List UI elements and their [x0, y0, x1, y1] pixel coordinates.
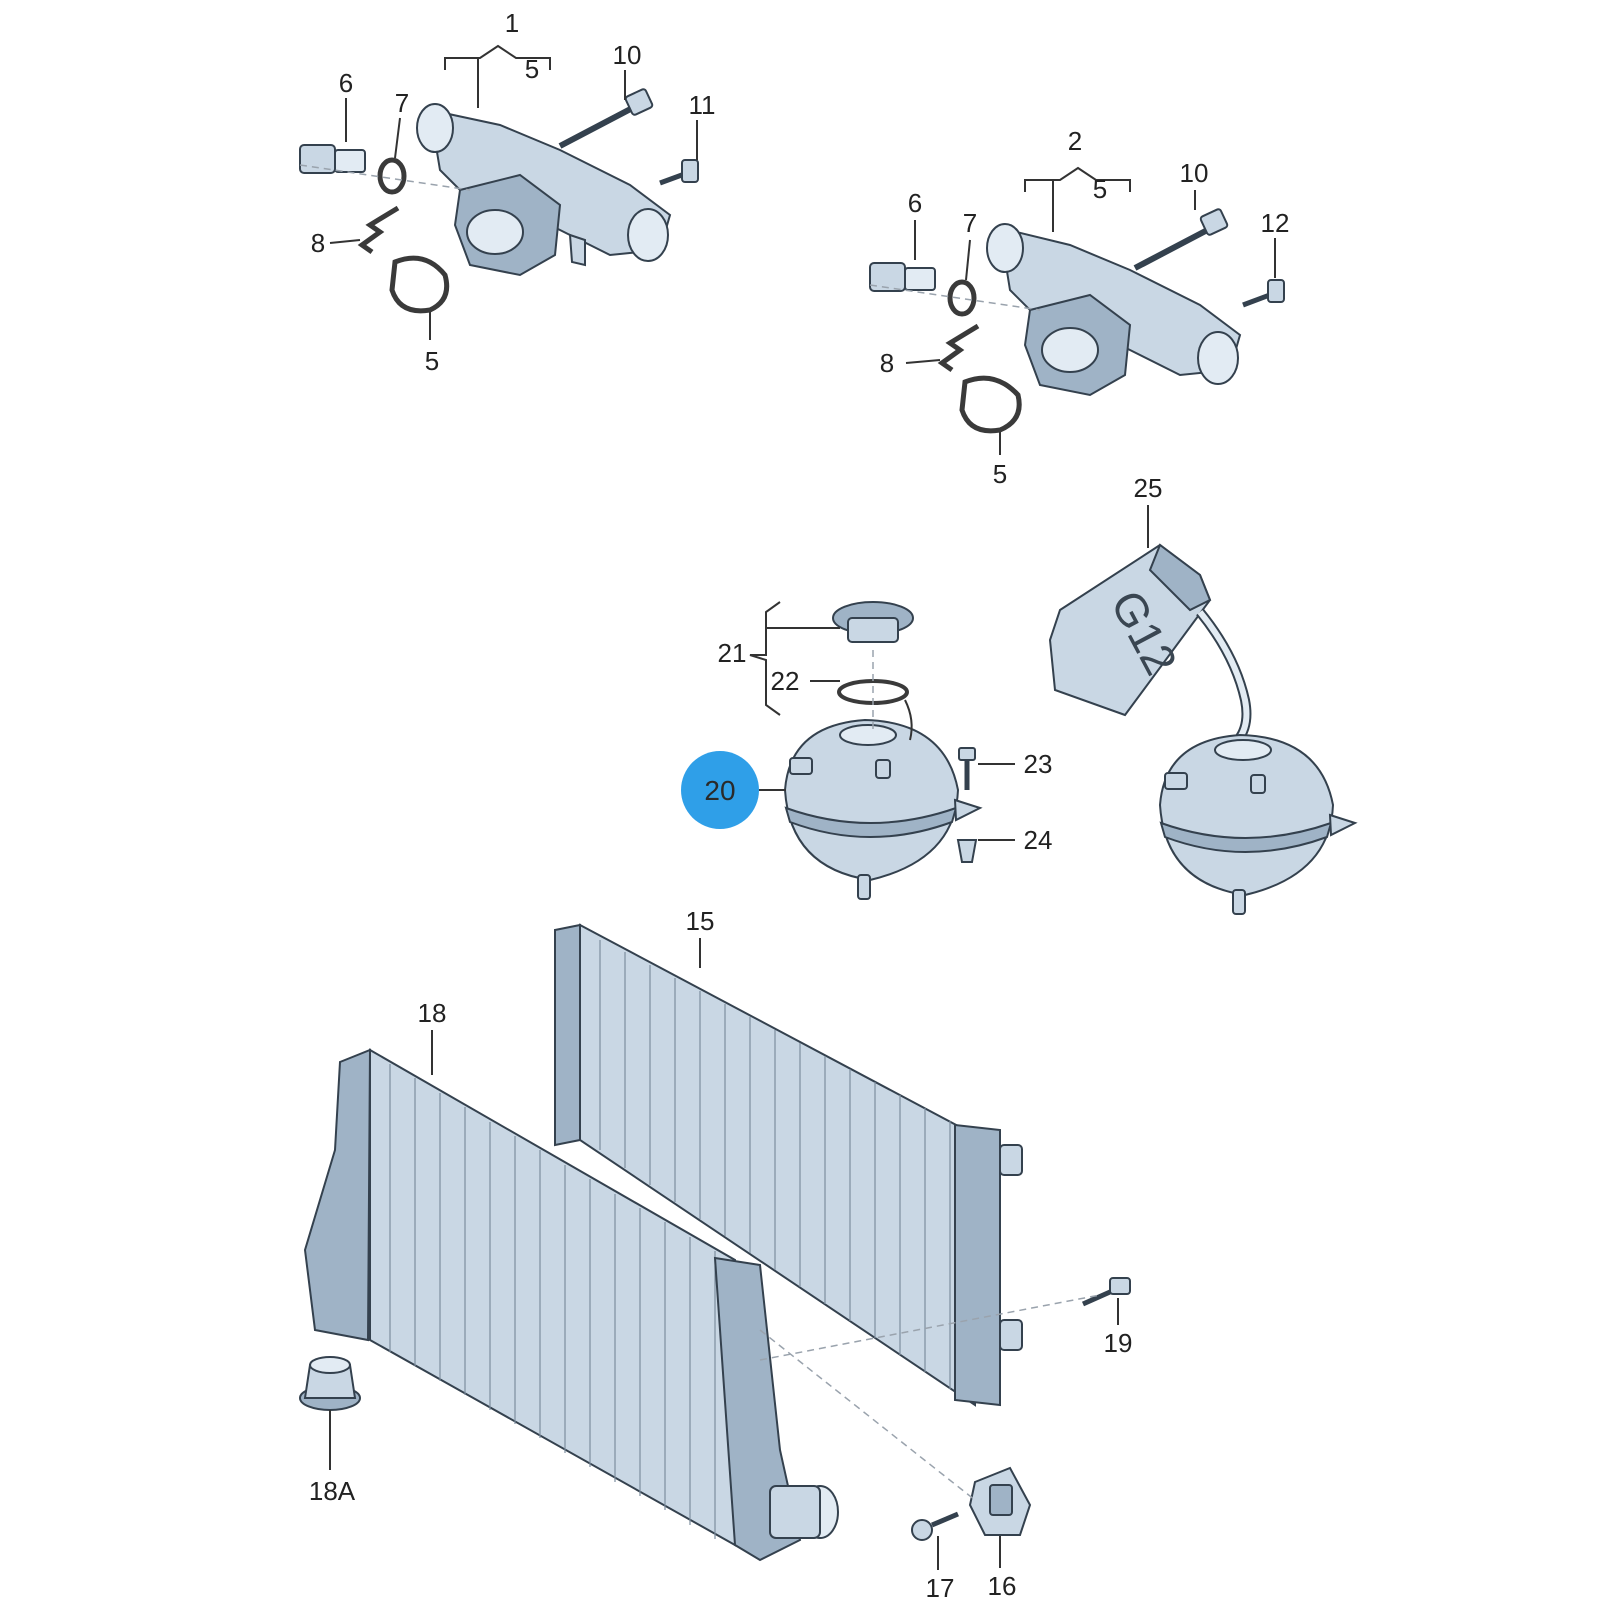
callout-19: 19: [1104, 1328, 1133, 1358]
leader-7b: [965, 239, 971, 281]
callout-25: 25: [1134, 473, 1163, 503]
assembly-line-3: [759, 1294, 1101, 1361]
flange-bolt-2: [1133, 208, 1229, 271]
bolt-19: [1081, 1277, 1131, 1307]
callout-5-right: 5: [993, 459, 1007, 489]
assembly-line-4: [759, 1329, 976, 1501]
fill-hose-inner: [1197, 610, 1250, 742]
tank-cap: [832, 601, 914, 643]
coolant-bottle: G12: [1048, 543, 1212, 717]
callout-2: 2: [1068, 126, 1082, 156]
callout-18: 18: [418, 998, 447, 1028]
retaining-clip-1: [357, 205, 400, 255]
callout-15: 15: [686, 906, 715, 936]
coolant-expansion-tank: [783, 718, 983, 900]
leader-8a: [329, 239, 361, 244]
callout-5-bracket-1: 5: [525, 54, 539, 84]
flange-stud-11: [659, 159, 699, 186]
callout-20: 20: [704, 775, 735, 806]
flange-gasket-2: [959, 375, 1022, 434]
callout-24: 24: [1024, 825, 1053, 855]
coolant-flange-1: [416, 103, 672, 277]
radiator-fins: [599, 940, 951, 1389]
callout-6-right: 6: [908, 188, 922, 218]
rubber-mount: [299, 1356, 361, 1411]
radiator: [554, 923, 1023, 1407]
flex-hose-stub: [904, 699, 913, 741]
charge-air-cooler: [303, 1048, 839, 1562]
o-ring-2: [947, 279, 977, 317]
expanding-nut: [956, 839, 978, 863]
flange-stud-12: [1242, 279, 1285, 308]
callout-5-bracket-2: 5: [1093, 174, 1107, 204]
temperature-sender-1: [299, 144, 366, 174]
assembly-line-2: [869, 284, 1041, 311]
assembly-line-1: [299, 164, 471, 191]
flange-gasket-1: [389, 255, 450, 314]
callout-6-left: 6: [339, 68, 353, 98]
callout-7-left: 7: [395, 88, 409, 118]
callout-8-left: 8: [311, 228, 325, 258]
mounting-bracket: [968, 1466, 1032, 1536]
callout-10-right: 10: [1180, 158, 1209, 188]
flange-bolt-1: [558, 88, 654, 149]
callout-18a: 18A: [309, 1476, 356, 1506]
bracket-21: [749, 601, 781, 716]
callout-23: 23: [1024, 749, 1053, 779]
callout-22: 22: [771, 666, 800, 696]
leader-7a: [394, 117, 401, 159]
bolt-17: [911, 1511, 959, 1541]
bracket-1: [444, 44, 551, 70]
retaining-clip-2: [937, 323, 980, 373]
callout-1: 1: [505, 8, 519, 38]
callout-16: 16: [988, 1571, 1017, 1600]
bracket-2: [1024, 166, 1131, 192]
coolant-flange-2: [986, 223, 1242, 397]
callout-21: 21: [718, 638, 747, 668]
callout-12: 12: [1261, 208, 1290, 238]
cooler-fins: [389, 1064, 716, 1539]
highlight-marker: [681, 751, 759, 829]
callout-7-right: 7: [963, 208, 977, 238]
callout-8-right: 8: [880, 348, 894, 378]
leader-8b: [905, 359, 941, 364]
tank-screw: [958, 747, 976, 790]
callout-10-left: 10: [613, 40, 642, 70]
o-ring-1: [377, 157, 407, 195]
callout-11: 11: [689, 90, 716, 120]
coolant-expansion-tank-filling: [1158, 733, 1358, 915]
callout-5-left: 5: [425, 346, 439, 376]
callout-17: 17: [926, 1573, 955, 1600]
temperature-sender-2: [869, 262, 936, 292]
